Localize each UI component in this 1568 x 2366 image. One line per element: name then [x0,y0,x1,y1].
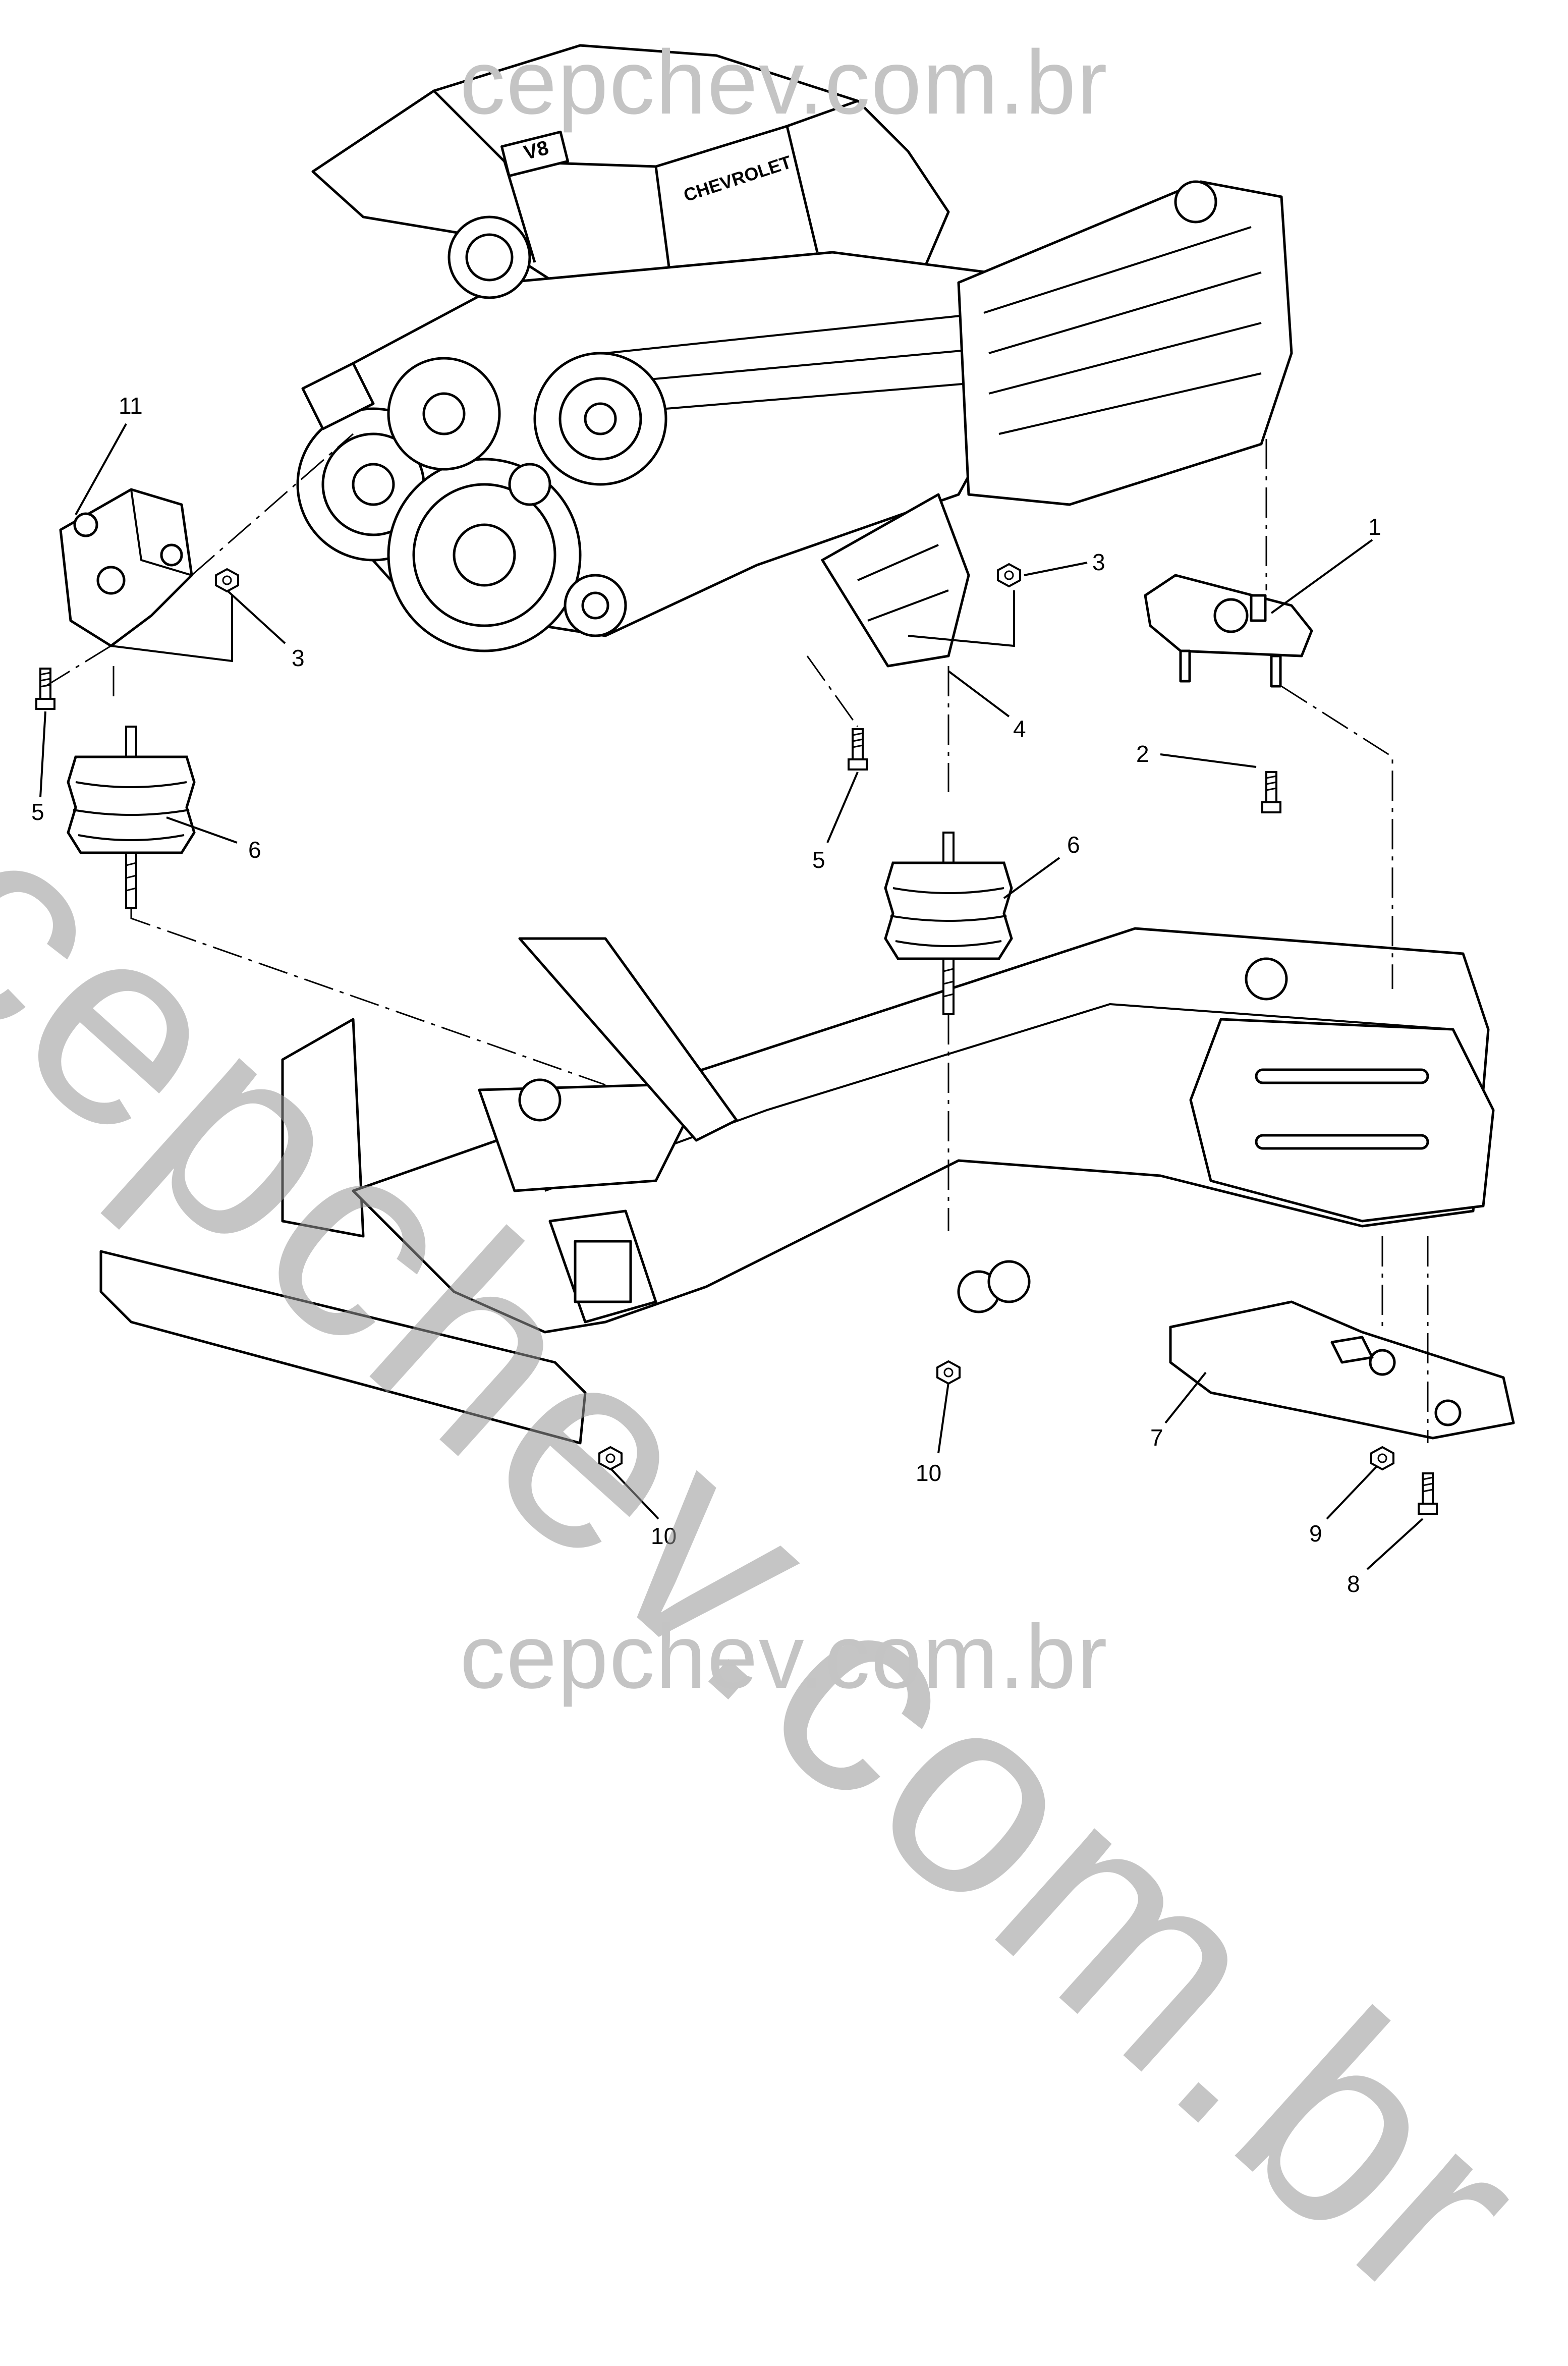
callout-11: 11 [119,393,143,419]
callout-7: 7 [1150,1424,1163,1451]
watermark-bottom: cepchev.com.br [460,1606,1108,1708]
callout-3-right: 3 [1092,549,1105,575]
nut-right-upper [997,563,1021,587]
callout-5-left: 5 [31,799,44,825]
transmission-support [1169,1300,1515,1440]
bolt-left [35,668,55,710]
callout-9: 9 [1309,1520,1322,1547]
callout-10-center: 10 [916,1460,941,1486]
bolt-support [1418,1472,1438,1515]
callout-3-left: 3 [292,645,305,671]
engine-mount-bracket-left [59,488,193,647]
engine-assembly [296,44,1293,668]
front-frame-cradle [99,927,1495,1445]
watermark-top: cepchev.com.br [460,32,1108,133]
alignment-lines [45,433,1429,1443]
exploded-view-drawing: V8 CHEVROLET [31,44,1515,1597]
callout-4: 4 [1013,716,1026,742]
diagram-canvas: V8 CHEVROLET [0,32,1568,2363]
callout-6-right: 6 [1067,832,1080,858]
bolt-transmission-mount [1261,771,1281,813]
connector-lines [110,590,1015,663]
nut-left-upper [215,568,239,592]
callout-8: 8 [1347,1571,1360,1597]
callout-6-left: 6 [248,837,261,863]
callout-leaders [39,423,1424,1570]
callout-10-left: 10 [651,1523,677,1549]
bolt-center [848,728,868,771]
nut-support [1370,1446,1394,1470]
transmission-mount [1144,574,1313,688]
nut-frame-right [936,1360,961,1385]
callout-2: 2 [1136,741,1149,767]
callout-1: 1 [1368,514,1381,540]
callout-5-center: 5 [812,847,825,873]
